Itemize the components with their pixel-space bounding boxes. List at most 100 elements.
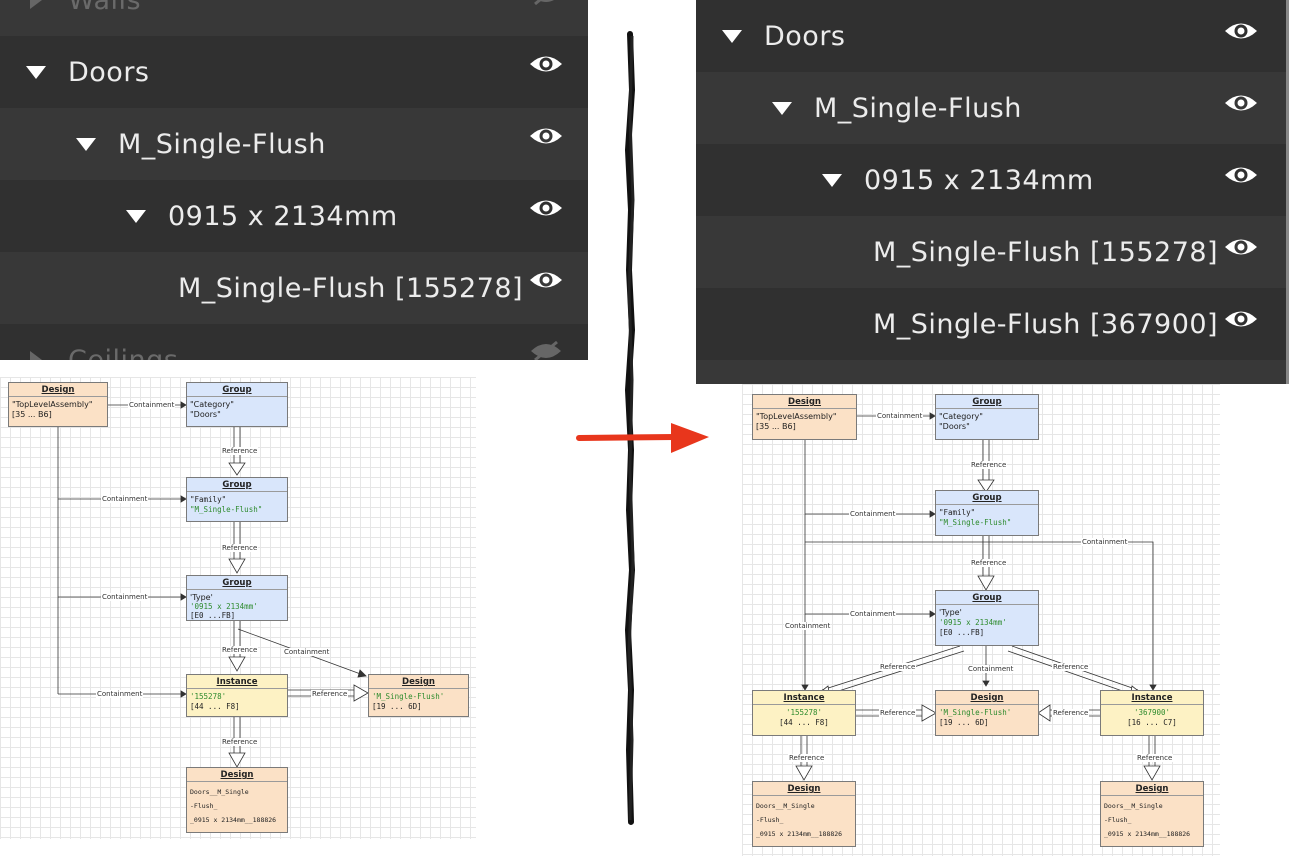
tree-row-ceilings[interactable]: Ceilings (0, 324, 588, 360)
visibility-hidden-icon[interactable] (529, 340, 563, 360)
collapse-caret-icon[interactable] (126, 209, 146, 223)
design-node-top-level[interactable]: Design "TopLevelAssembly"[35 ... B6] (8, 382, 108, 427)
group-node-category[interactable]: Group "Category""Doors" (186, 382, 288, 427)
group-node-type[interactable]: Group 'Type''0915 x 2134mm'[E0 ...FB] (186, 575, 288, 621)
edge-label-reference: Reference (221, 738, 259, 746)
node-text: "TopLevelAssembly" (756, 412, 837, 421)
expand-caret-icon[interactable] (30, 0, 42, 9)
node-header: Design (1101, 782, 1203, 796)
tree-row-label: Doors (764, 20, 846, 52)
design-node-bottom-b[interactable]: Design Doors__M_Single-Flush__0915 x 213… (1100, 781, 1204, 847)
visibility-eye-icon[interactable] (1224, 164, 1258, 186)
tree-row-family[interactable]: M_Single-Flush (0, 108, 588, 180)
visibility-hidden-icon[interactable] (529, 0, 563, 6)
tree-row-label: M_Single-Flush (118, 128, 326, 160)
instance-node-367900[interactable]: Instance '367900'[16 ... C7] (1100, 690, 1204, 736)
node-text: 'Type' (939, 608, 962, 617)
edge-label-reference: Reference (221, 544, 259, 552)
node-text: [35 ... B6] (756, 422, 796, 431)
visibility-eye-icon[interactable] (529, 53, 563, 75)
instance-node[interactable]: Instance '155278'[44 ... F8] (186, 674, 288, 717)
node-text: _0915 x 2134mm__188826 (756, 830, 843, 838)
instance-node-155278[interactable]: Instance '155278'[44 ... F8] (752, 690, 856, 736)
design-node-family[interactable]: Design 'M_Single-Flush'[19 ... 6D] (368, 674, 469, 717)
edge-label-reference: Reference (221, 646, 259, 654)
node-text: [19 ... 6D] (372, 702, 422, 711)
tree-row-instance-b[interactable]: M_Single-Flush [367900] (696, 288, 1286, 360)
tree-row-walls[interactable]: Walls (0, 0, 588, 36)
node-text: Doors__M_Single (756, 802, 815, 810)
node-text: "M_Single-Flush" (939, 518, 1012, 527)
tree-row-label: 0915 x 2134mm (168, 200, 398, 232)
collapse-caret-icon[interactable] (26, 65, 46, 79)
node-header: Design (753, 782, 855, 796)
edge-label-reference: Reference (221, 447, 259, 455)
node-text: 'Type' (190, 593, 213, 602)
edge-label-reference: Reference (311, 690, 349, 698)
collapse-caret-icon[interactable] (722, 29, 742, 43)
edge-label-reference: Reference (879, 663, 917, 671)
node-header: Group (187, 576, 287, 590)
visibility-eye-icon[interactable] (529, 197, 563, 219)
tree-row-label: Walls (68, 0, 142, 16)
tree-row-type[interactable]: 0915 x 2134mm (696, 144, 1286, 216)
collapse-caret-icon[interactable] (76, 137, 96, 151)
red-arrow-icon (576, 423, 709, 453)
node-text: '155278' (190, 692, 227, 701)
edge-label-reference: Reference (879, 709, 917, 717)
visibility-eye-icon[interactable] (1224, 20, 1258, 42)
design-node-family[interactable]: Design 'M_Single-Flush'[19 ... 6D] (935, 690, 1039, 736)
node-text: "Category" (939, 412, 983, 421)
tree-row-label: Ceilings (68, 344, 179, 361)
node-header: Group (187, 383, 287, 397)
node-text: [E0 ...FB] (939, 628, 985, 637)
node-header: Design (9, 383, 107, 397)
group-node-family[interactable]: Group "Family""M_Single-Flush" (186, 477, 288, 522)
node-text: "Family" (939, 508, 976, 517)
node-text: _0915 x 2134mm__188826 (1104, 830, 1191, 838)
visibility-eye-icon[interactable] (1224, 308, 1258, 330)
edge-label-containment: Containment (1081, 538, 1129, 546)
design-node-bottom-a[interactable]: Design Doors__M_Single-Flush__0915 x 213… (752, 781, 856, 847)
node-text: '0915 x 2134mm' (939, 618, 1007, 627)
design-node-top-level[interactable]: Design "TopLevelAssembly"[35 ... B6] (752, 394, 857, 440)
edge-label-reference: Reference (1136, 754, 1174, 762)
edge-label-reference: Reference (970, 461, 1008, 469)
visibility-eye-icon[interactable] (529, 269, 563, 291)
expand-caret-icon[interactable] (30, 351, 42, 360)
tree-row-label: Doors (68, 56, 150, 88)
tree-row-instance[interactable]: M_Single-Flush [155278] (0, 252, 588, 324)
visibility-eye-icon[interactable] (1224, 92, 1258, 114)
design-node-bottom[interactable]: Design Doors__M_Single-Flush__0915 x 213… (186, 767, 288, 833)
right-diagram: Containment Containment Containment Cont… (742, 384, 1220, 856)
edge-label-containment: Containment (96, 690, 144, 698)
node-text: "TopLevelAssembly" (12, 400, 93, 409)
node-text: [19 ... 6D] (939, 718, 989, 727)
node-text: _0915 x 2134mm__188826 (190, 816, 277, 824)
group-node-category[interactable]: Group "Category""Doors" (935, 394, 1039, 440)
edge-label-reference: Reference (788, 754, 826, 762)
tree-row-family[interactable]: M_Single-Flush (696, 72, 1286, 144)
edge-label-containment: Containment (101, 495, 149, 503)
visibility-eye-icon[interactable] (1224, 236, 1258, 258)
edge-label-reference: Reference (970, 559, 1008, 567)
tree-row-label: M_Single-Flush (814, 92, 1022, 124)
node-header: Instance (187, 675, 287, 689)
collapse-caret-icon[interactable] (772, 101, 792, 115)
node-header: Design (187, 768, 287, 782)
edge-label-containment: Containment (876, 412, 924, 420)
tree-row-instance-a[interactable]: M_Single-Flush [155278] (696, 216, 1286, 288)
node-text: "Doors" (190, 410, 221, 419)
tree-row-doors[interactable]: Doors (0, 36, 588, 108)
tree-row-doors[interactable]: Doors (696, 0, 1286, 72)
visibility-eye-icon[interactable] (529, 125, 563, 147)
node-text: -Flush_ (1104, 816, 1132, 824)
group-node-type[interactable]: Group 'Type''0915 x 2134mm'[E0 ...FB] (935, 590, 1039, 646)
node-header: Design (936, 691, 1038, 705)
tree-row-label: M_Single-Flush [367900] (873, 308, 1219, 340)
tree-row-type[interactable]: 0915 x 2134mm (0, 180, 588, 252)
edge-label-containment: Containment (849, 610, 897, 618)
group-node-family[interactable]: Group "Family""M_Single-Flush" (935, 490, 1039, 536)
collapse-caret-icon[interactable] (822, 173, 842, 187)
node-text: [E0 ...FB] (190, 611, 236, 620)
